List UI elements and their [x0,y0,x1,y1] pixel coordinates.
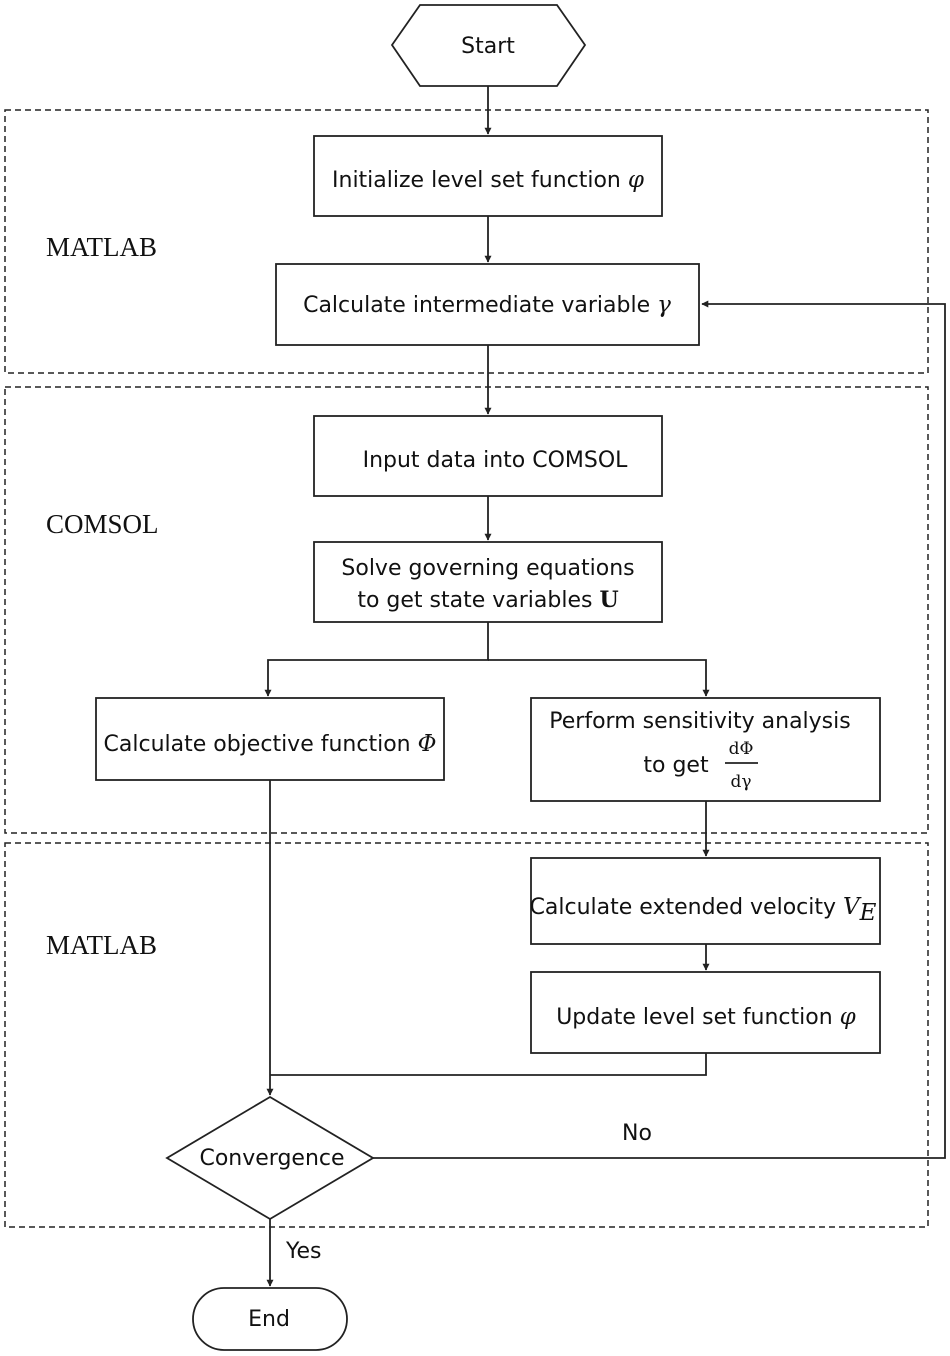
matlab-region-bottom [4,842,929,1228]
region-label-comsol: COMSOL [46,509,159,539]
intermediate-box [275,263,700,346]
edge-solve-objective [264,622,489,697]
velocity-label: Calculate extended velocity VE [530,894,877,926]
sensitivity-label-line2: to get [643,753,709,778]
matlab-region-top [4,109,929,374]
region-label-matlab-top: MATLAB [46,232,157,262]
edge-solve-sensitivity [488,659,710,697]
input-label: Input data into COMSOL [363,448,629,473]
edge-update-merge [270,1053,707,1076]
objective-label: Calculate objective function Φ [104,731,437,757]
solve-label-line2: to get state variables U [357,587,618,613]
objective-box [95,697,445,781]
input-box [313,415,663,497]
no-label: No [622,1121,652,1146]
fraction-denominator: dγ [730,772,751,792]
init-box [313,135,663,217]
end-label: End [248,1307,290,1332]
convergence-node [165,1095,375,1221]
velocity-box [530,857,881,945]
update-label: Update level set function φ [556,1004,856,1030]
start-label: Start [461,34,515,59]
intermediate-label: Calculate intermediate variable γ [303,292,671,318]
sensitivity-box [530,697,881,802]
edge-no-loop [373,300,946,1159]
fraction-numerator: dΦ [729,739,754,759]
solve-label-line1: Solve governing equations [341,556,634,581]
end-node [192,1287,348,1351]
update-box [530,971,881,1054]
yes-label: Yes [285,1239,322,1264]
comsol-region [4,386,929,834]
convergence-label: Convergence [199,1146,344,1171]
init-label: Initialize level set function φ [332,167,645,193]
solve-box [313,541,663,623]
region-label-matlab-bottom: MATLAB [46,930,157,960]
start-node [390,4,587,87]
sensitivity-label-line1: Perform sensitivity analysis [549,709,850,734]
